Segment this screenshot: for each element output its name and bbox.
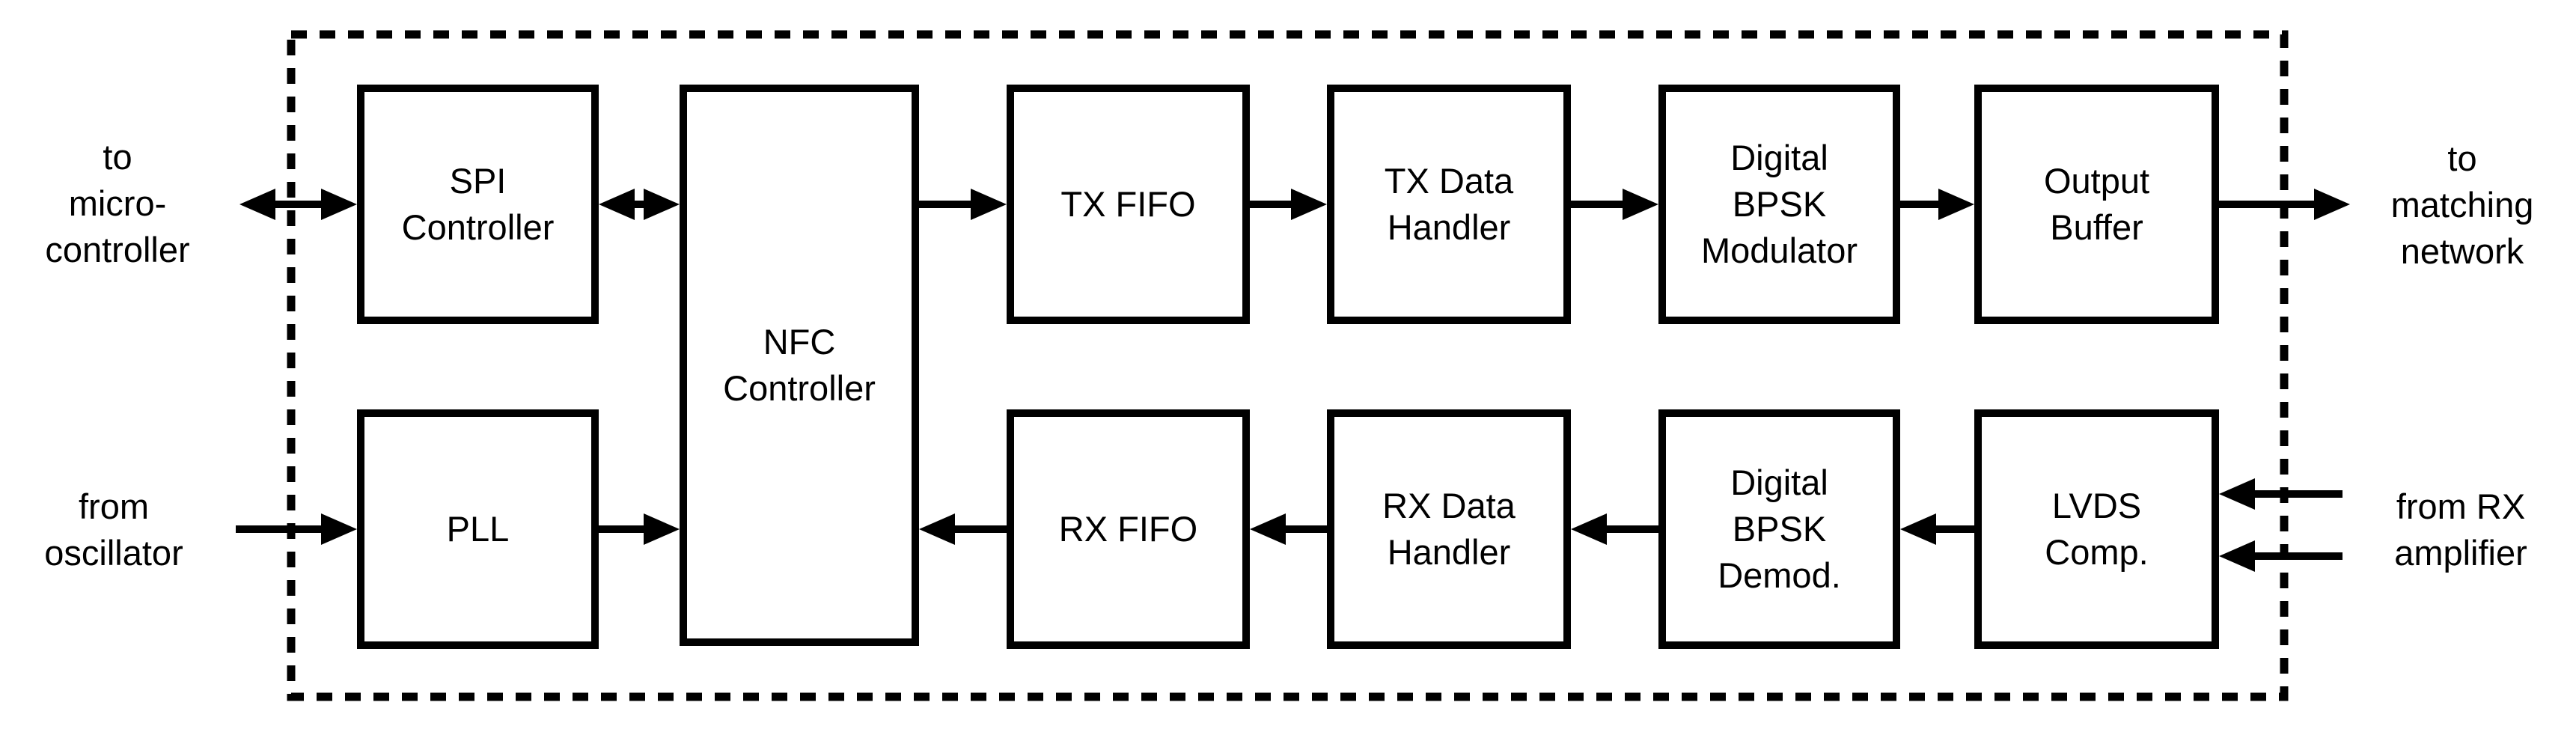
block-tx-data-handler: TX Data Handler (1327, 85, 1571, 324)
arrow-rxamplifier-to-lvds-lower (2219, 540, 2342, 572)
block-rx-data-handler: RX Data Handler (1327, 409, 1571, 649)
arrow-oscillator-to-pll (236, 513, 357, 545)
label-from-rx-amplifier: from RX amplifier (2394, 487, 2527, 573)
arrow-rxfifo-to-nfc (919, 513, 1007, 545)
arrow-rxamplifier-to-lvds-upper (2219, 478, 2342, 510)
arrow-outputbuffer-to-matchingnetwork (2219, 189, 2350, 220)
block-spi-controller: SPI Controller (357, 85, 599, 324)
chip-boundary-dashed-box (287, 30, 2289, 701)
block-digital-bpsk-demod-label: Digital BPSK Demod. (1718, 463, 1841, 595)
block-pll: PLL (357, 409, 599, 649)
arrow-microcontroller-spi-bidirectional (239, 189, 357, 220)
block-lvds-comp: LVDS Comp. (1974, 409, 2219, 649)
block-output-buffer: Output Buffer (1974, 85, 2219, 324)
block-digital-bpsk-modulator-label: Digital BPSK Modulator (1701, 138, 1858, 270)
arrow-lvds-to-demod (1900, 513, 1974, 545)
label-from-oscillator: from oscillator (44, 487, 183, 573)
label-to-microcontroller: to micro- controller (45, 137, 190, 269)
block-rx-data-handler-label: RX Data Handler (1382, 486, 1516, 572)
block-rx-fifo-label: RX FIFO (1058, 509, 1198, 549)
arrow-txdatahandler-to-modulator (1571, 189, 1658, 220)
arrow-demod-to-rxdatahandler (1571, 513, 1658, 545)
block-lvds-comp-label: LVDS Comp. (2045, 486, 2149, 572)
block-tx-fifo: TX FIFO (1007, 85, 1250, 324)
block-pll-label: PLL (446, 509, 510, 549)
block-nfc-controller-label: NFC Controller (723, 322, 876, 408)
arrow-txfifo-to-txdatahandler (1250, 189, 1327, 220)
arrow-modulator-to-outputbuffer (1900, 189, 1974, 220)
block-digital-bpsk-demod: Digital BPSK Demod. (1658, 409, 1900, 649)
label-to-matching-network: to matching network (2390, 138, 2534, 271)
block-nfc-controller: NFC Controller (680, 85, 919, 646)
block-rx-fifo: RX FIFO (1007, 409, 1250, 649)
arrow-rxdatahandler-to-rxfifo (1250, 513, 1327, 545)
arrow-pll-to-nfc (599, 513, 680, 545)
block-output-buffer-label: Output Buffer (2043, 161, 2150, 247)
block-tx-fifo-label: TX FIFO (1060, 184, 1196, 224)
block-digital-bpsk-modulator: Digital BPSK Modulator (1658, 85, 1900, 324)
arrow-nfc-to-txfifo (919, 189, 1007, 220)
block-spi-controller-label: SPI Controller (401, 161, 555, 247)
arrow-spi-nfc-bidirectional (599, 189, 680, 220)
block-tx-data-handler-label: TX Data Handler (1384, 161, 1514, 247)
